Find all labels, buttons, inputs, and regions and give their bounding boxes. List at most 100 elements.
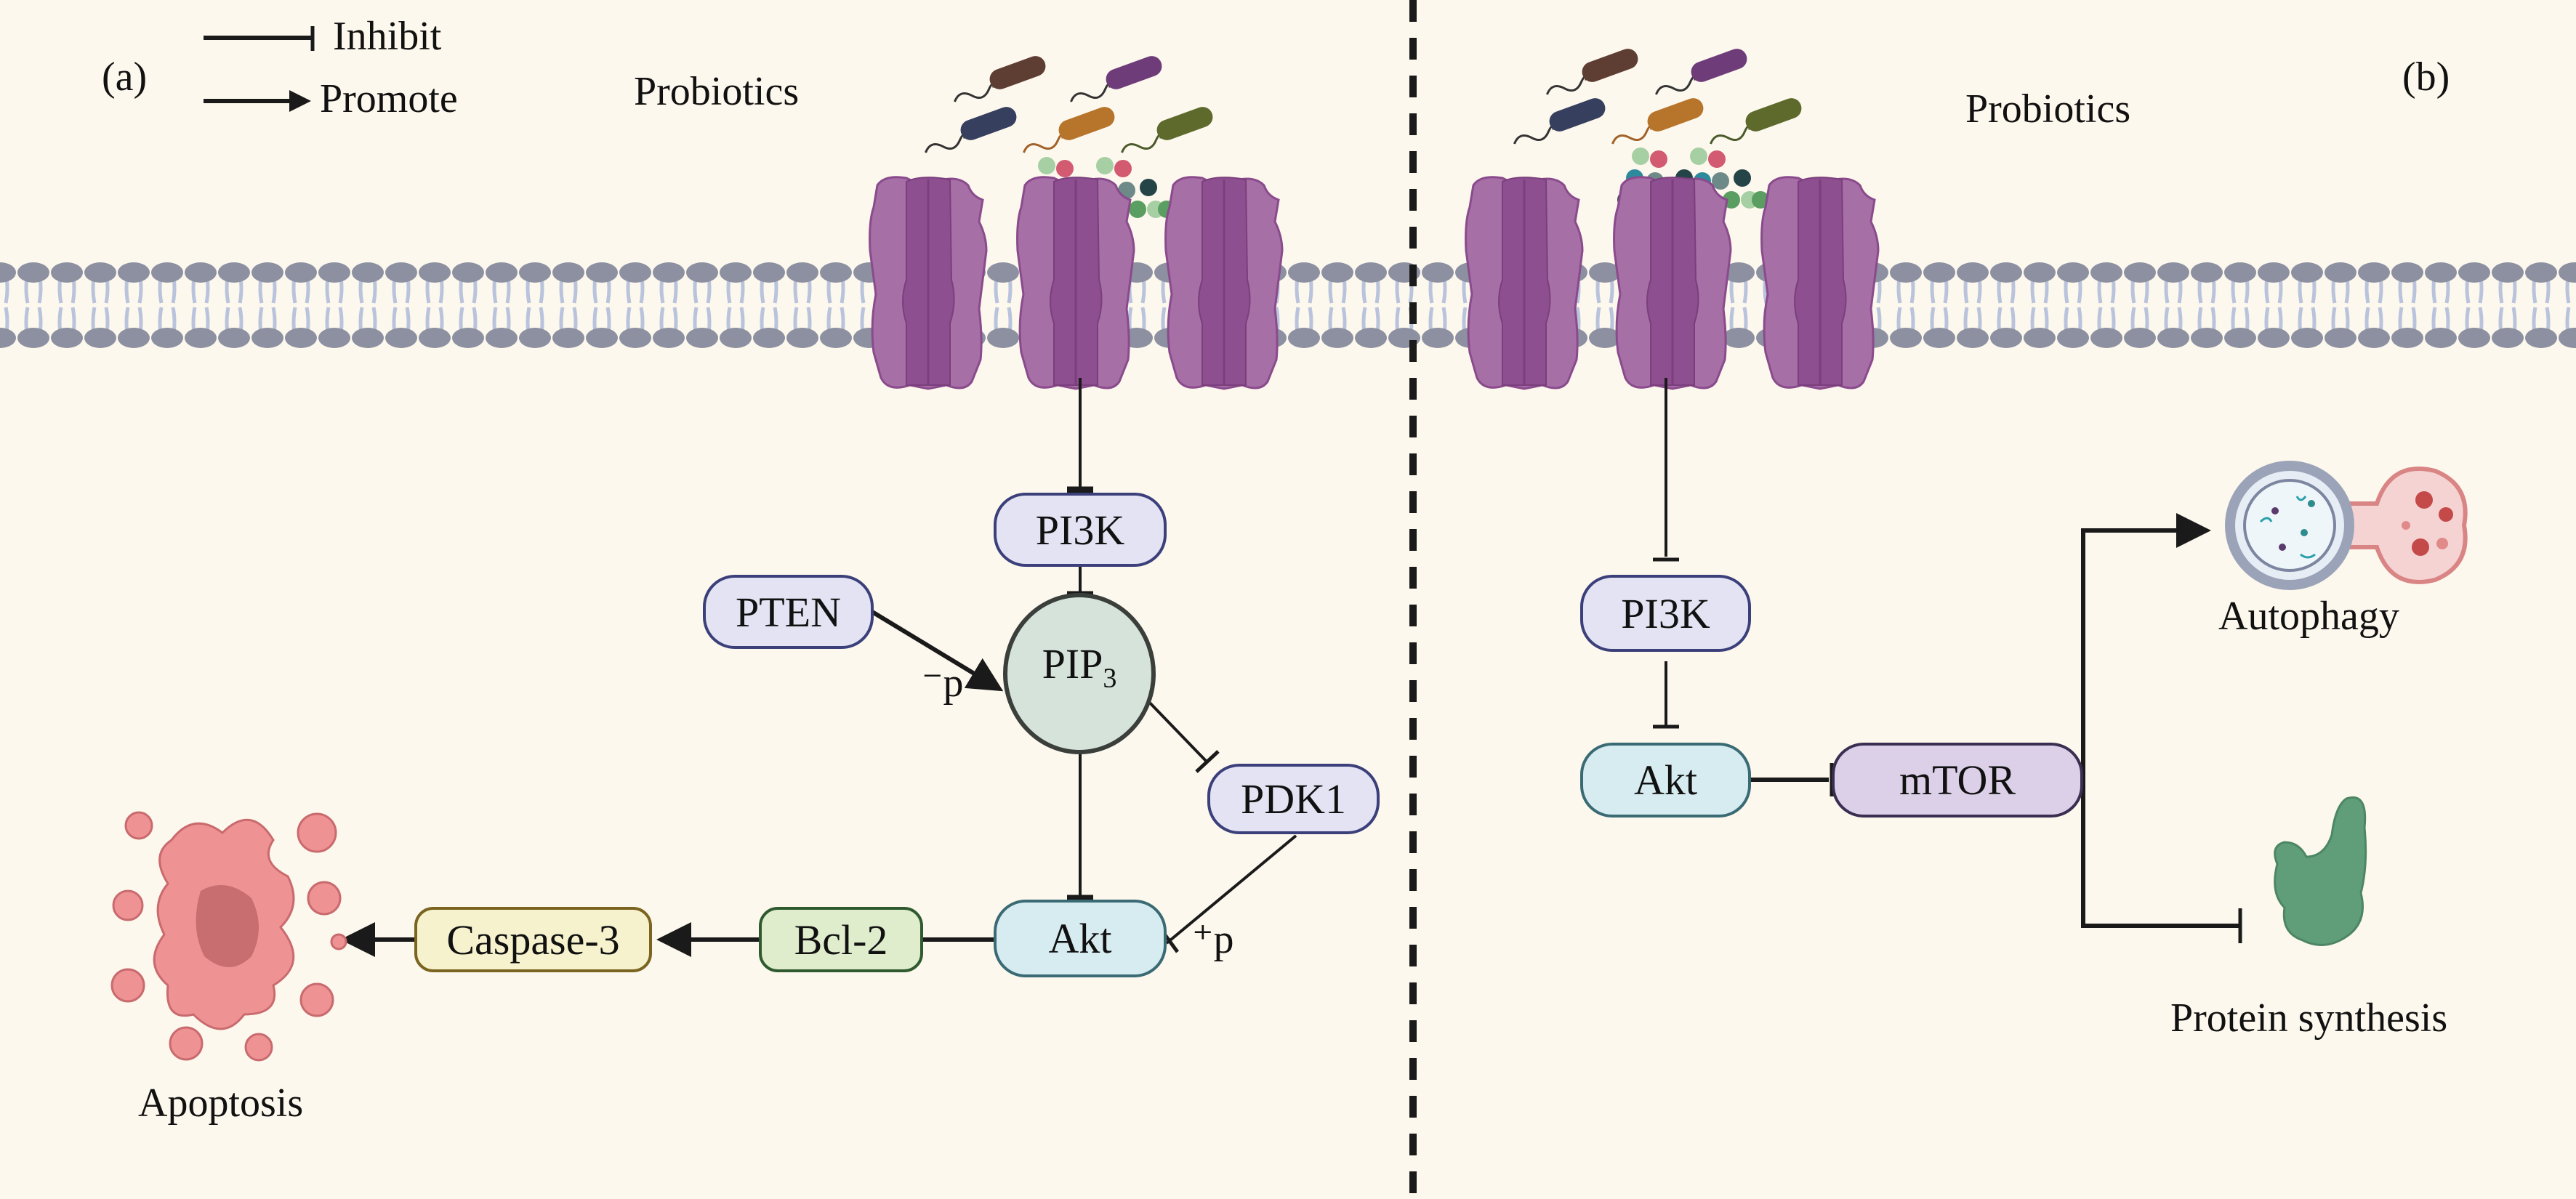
lipid-head bbox=[2325, 328, 2356, 348]
lipid-head bbox=[185, 262, 217, 283]
lipid-head bbox=[0, 262, 16, 283]
lipid-head bbox=[285, 328, 317, 348]
lipid-head bbox=[1422, 262, 1454, 283]
lipid-head bbox=[519, 328, 551, 348]
lipid-head bbox=[1957, 328, 1989, 348]
lipid-head bbox=[2291, 262, 2323, 283]
apoptotic-cell-icon bbox=[110, 811, 347, 1062]
lipid-head bbox=[2090, 328, 2122, 348]
lipid-head bbox=[820, 328, 852, 348]
lipid-head bbox=[2492, 262, 2524, 283]
lipid-head bbox=[2425, 262, 2457, 283]
node-bcl2[interactable]: Bcl-2 bbox=[759, 907, 923, 972]
lipid-head bbox=[1723, 262, 1755, 283]
probiotics-label-a: Probiotics bbox=[634, 69, 800, 114]
lipid-head bbox=[2525, 328, 2557, 348]
lipid-head bbox=[2191, 262, 2223, 283]
edge-receptor-inhibit-pi3k-a bbox=[1067, 378, 1093, 493]
lipid-head bbox=[352, 328, 384, 348]
lipid-head bbox=[2224, 328, 2256, 348]
lipid-head bbox=[1355, 262, 1387, 283]
lipid-head bbox=[486, 328, 518, 348]
lipid-head bbox=[251, 262, 283, 283]
edge-pip3-inhibit-akt bbox=[1067, 753, 1093, 902]
node-caspase3-label: Caspase-3 bbox=[446, 916, 620, 964]
lipid-head bbox=[118, 328, 150, 348]
lipid-head bbox=[2492, 328, 2524, 348]
node-akt-b[interactable]: Akt bbox=[1580, 743, 1751, 818]
legend-inhibit-symbol bbox=[204, 26, 315, 51]
lipid-head bbox=[2258, 328, 2290, 348]
edge-mtor-inhibit-protein-synthesis bbox=[2081, 780, 2242, 943]
metabolite-particle bbox=[1712, 172, 1729, 190]
lipid-head bbox=[17, 328, 49, 348]
metabolite-particle bbox=[1632, 148, 1649, 165]
lipid-head bbox=[2358, 262, 2390, 283]
lipid-head bbox=[653, 262, 685, 283]
lipid-head bbox=[786, 262, 818, 283]
lipid-head bbox=[2024, 262, 2056, 283]
node-pip3[interactable]: PIP3 bbox=[1005, 639, 1154, 695]
lipid-head bbox=[619, 328, 651, 348]
lipid-head bbox=[17, 262, 49, 283]
lipid-head bbox=[2157, 262, 2189, 283]
lipid-head bbox=[84, 328, 116, 348]
lipid-head bbox=[1957, 262, 1989, 283]
node-akt-a[interactable]: Akt bbox=[994, 900, 1167, 977]
apoptosis-label: Apoptosis bbox=[138, 1081, 304, 1126]
metabolite-particle bbox=[1038, 157, 1055, 174]
phosphorylation-annotation: ⁺p bbox=[1192, 917, 1234, 962]
lipid-head bbox=[2291, 328, 2323, 348]
edge-pi3k-inhibit-akt-b bbox=[1653, 661, 1679, 729]
legend-inhibit-label: Inhibit bbox=[333, 14, 442, 59]
metabolite-particle bbox=[1140, 179, 1157, 196]
lipid-head bbox=[1923, 262, 1955, 283]
lipid-head bbox=[987, 262, 1019, 283]
node-akt-a-label: Akt bbox=[1048, 915, 1112, 962]
lipid-head bbox=[653, 328, 685, 348]
lipid-head bbox=[385, 262, 417, 283]
lipid-head bbox=[1589, 262, 1621, 283]
lipid-head bbox=[1321, 328, 1353, 348]
lipid-head bbox=[2057, 262, 2089, 283]
lipid-head bbox=[1890, 262, 1922, 283]
lipid-head bbox=[1990, 328, 2022, 348]
lipid-head bbox=[51, 262, 83, 283]
lipid-head bbox=[2224, 262, 2256, 283]
lipid-head bbox=[486, 262, 518, 283]
node-pi3k-a[interactable]: PI3K bbox=[994, 493, 1167, 567]
metabolite-particle bbox=[1129, 201, 1146, 218]
node-pdk1[interactable]: PDK1 bbox=[1207, 764, 1380, 834]
node-pdk1-label: PDK1 bbox=[1240, 775, 1347, 823]
node-mtor[interactable]: mTOR bbox=[1832, 743, 2083, 818]
node-pip3-label: PIP bbox=[1042, 640, 1103, 687]
lipid-head bbox=[2057, 328, 2089, 348]
lipid-head bbox=[2124, 262, 2156, 283]
lipid-head bbox=[385, 328, 417, 348]
node-caspase3[interactable]: Caspase-3 bbox=[414, 907, 652, 972]
protein-synthesis-label: Protein synthesis bbox=[2170, 996, 2448, 1041]
lipid-head bbox=[352, 262, 384, 283]
receptor-a-2 bbox=[1016, 176, 1135, 390]
lipid-head bbox=[2425, 328, 2457, 348]
node-pi3k-b[interactable]: PI3K bbox=[1580, 575, 1751, 652]
lipid-head bbox=[1990, 262, 2022, 283]
metabolite-particle bbox=[1056, 160, 1074, 177]
edge-akt-inhibit-mtor bbox=[1751, 763, 1834, 796]
lipid-head bbox=[686, 262, 718, 283]
lipid-head bbox=[2157, 328, 2189, 348]
protein-icon bbox=[2274, 796, 2367, 946]
node-pten[interactable]: PTEN bbox=[703, 575, 874, 649]
lipid-head bbox=[586, 328, 618, 348]
edge-pten-promote-pip3 bbox=[871, 610, 1004, 692]
metabolite-particle bbox=[1752, 191, 1769, 209]
probiotic-bacteria-b bbox=[1513, 49, 1802, 145]
lipid-head bbox=[2458, 262, 2490, 283]
probiotics-label-b: Probiotics bbox=[1965, 86, 2131, 132]
panel-a-label: (a) bbox=[102, 54, 148, 100]
lipid-head bbox=[753, 262, 785, 283]
receptor-a-3 bbox=[1164, 176, 1284, 390]
receptor-b-1 bbox=[1465, 176, 1584, 390]
lipid-head bbox=[318, 328, 350, 348]
lipid-head bbox=[2024, 328, 2056, 348]
